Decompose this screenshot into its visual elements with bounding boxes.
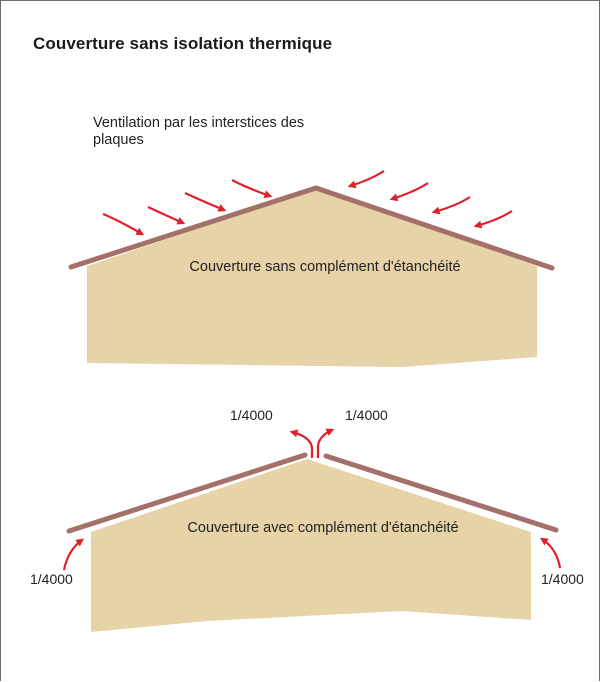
ventilation-arrows-1 bbox=[102, 170, 513, 236]
building-body-1 bbox=[87, 189, 537, 367]
airflow-arrow-icon bbox=[289, 429, 314, 458]
ventilation-arrows-2 bbox=[62, 428, 562, 571]
roof-line-1 bbox=[68, 185, 555, 271]
airflow-arrow-icon bbox=[62, 538, 85, 571]
airflow-arrow-icon bbox=[147, 206, 186, 225]
ventilation-note: Ventilation par les interstices des plaq… bbox=[93, 115, 305, 148]
roof-2-label: Couverture avec complément d'étanchéité bbox=[187, 520, 459, 536]
roof-line-2-left bbox=[66, 452, 308, 534]
building-body-2 bbox=[91, 459, 531, 632]
airflow-arrow-icon bbox=[347, 170, 385, 189]
eave-left-ratio: 1/4000 bbox=[30, 571, 73, 587]
airflow-arrow-icon bbox=[389, 182, 429, 202]
airflow-arrow-icon bbox=[102, 212, 145, 236]
roof-1-label: Couverture sans complément d'étanchéité bbox=[189, 259, 461, 275]
roof-1 bbox=[68, 185, 555, 367]
eave-right-ratio: 1/4000 bbox=[541, 571, 584, 587]
airflow-arrow-icon bbox=[316, 428, 335, 458]
page-title: Couverture sans isolation thermique bbox=[33, 34, 333, 53]
ridge-right-ratio: 1/4000 bbox=[345, 407, 388, 423]
airflow-arrow-icon bbox=[231, 179, 273, 198]
airflow-arrow-icon bbox=[431, 196, 471, 215]
roof-line-2-right bbox=[323, 453, 559, 533]
ridge-left-ratio: 1/4000 bbox=[230, 407, 273, 423]
airflow-arrow-icon bbox=[473, 210, 513, 229]
airflow-arrow-icon bbox=[184, 192, 227, 212]
airflow-arrow-icon bbox=[539, 537, 562, 569]
roof-2 bbox=[66, 452, 559, 632]
